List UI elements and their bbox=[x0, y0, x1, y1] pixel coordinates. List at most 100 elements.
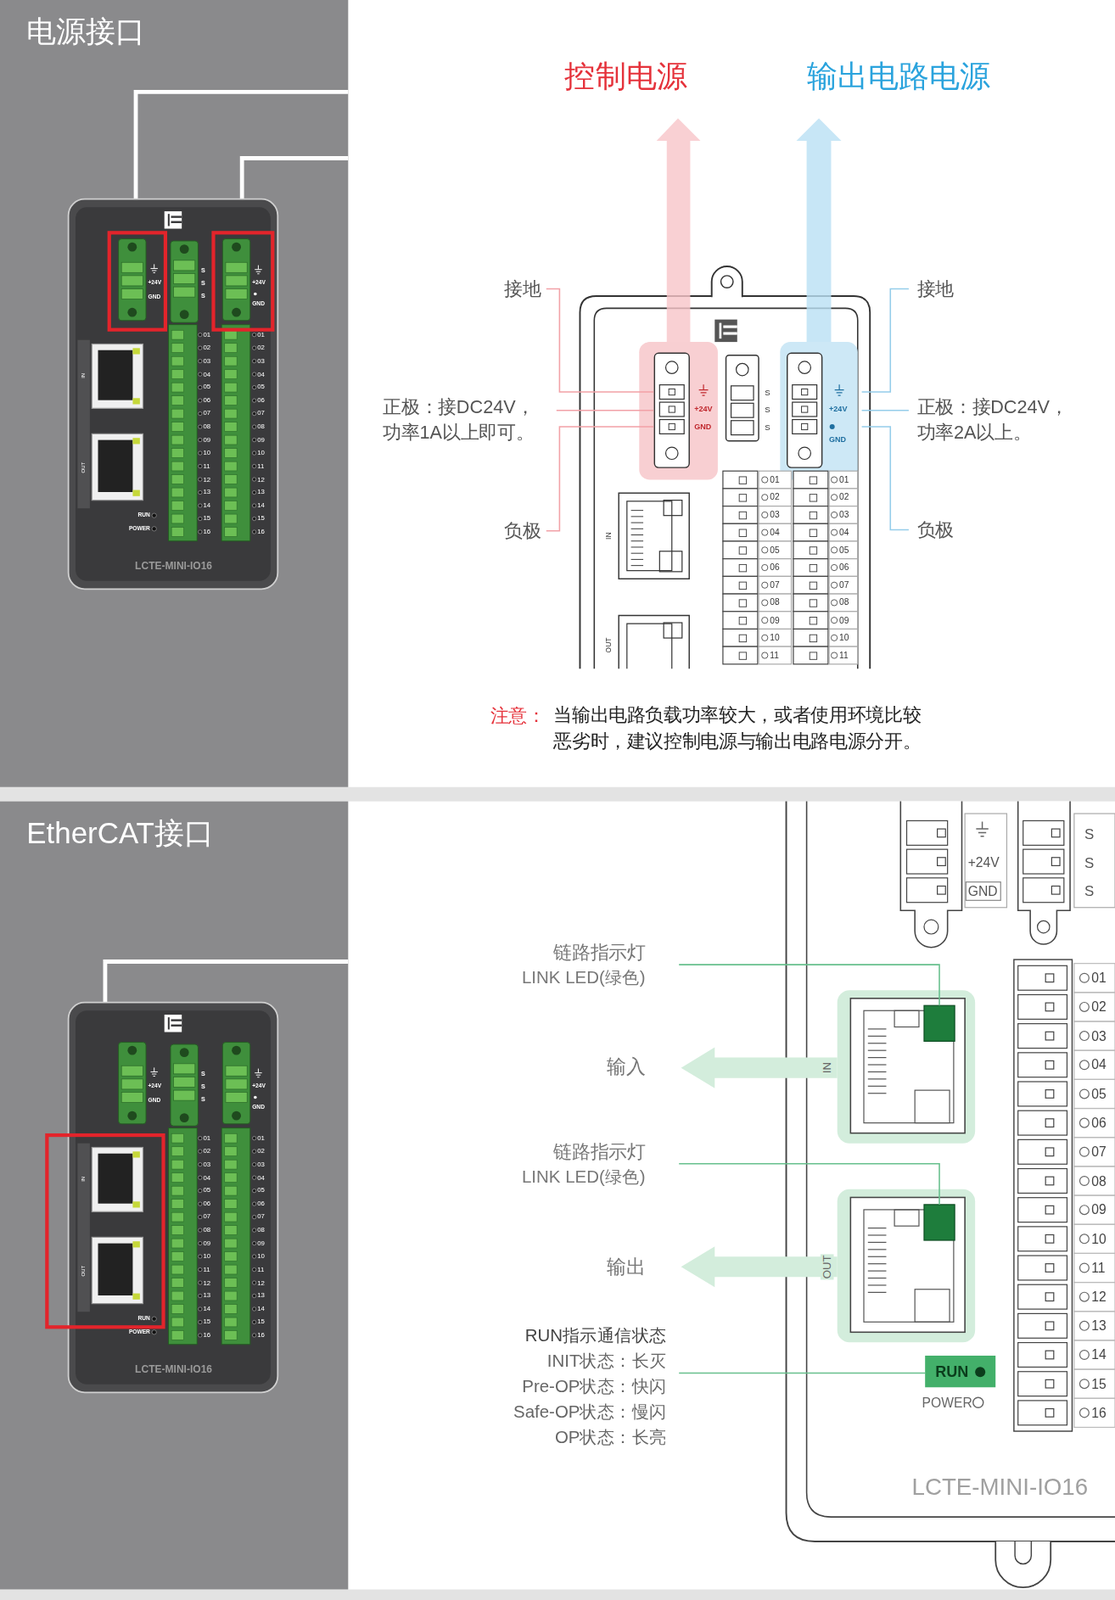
terminal-pin bbox=[171, 396, 184, 406]
terminal-number: 03 bbox=[202, 358, 211, 365]
screw-hole bbox=[924, 919, 939, 935]
pin-socket bbox=[1045, 1235, 1054, 1244]
channel-led bbox=[198, 1333, 202, 1338]
terminal-cell bbox=[1018, 1400, 1068, 1426]
brand-logo bbox=[171, 221, 183, 224]
terminal-cell bbox=[793, 506, 829, 525]
terminal-connector bbox=[118, 1042, 146, 1125]
led-label: POWER bbox=[922, 1396, 973, 1411]
channel-led bbox=[762, 529, 768, 536]
rj45-contact bbox=[631, 522, 644, 524]
terminal-number: 10 bbox=[1091, 1232, 1106, 1246]
terminal-cell bbox=[722, 628, 758, 647]
pin-label: +24V bbox=[252, 1083, 266, 1090]
terminal-pin bbox=[731, 403, 754, 418]
terminal-cell bbox=[722, 541, 758, 560]
polarity-dot bbox=[829, 424, 835, 430]
channel-led bbox=[198, 1202, 202, 1206]
channel-led bbox=[252, 1188, 256, 1193]
callout-text: LINK LED(绿色) bbox=[521, 1168, 646, 1186]
channel-led bbox=[762, 617, 768, 624]
pin-socket bbox=[1045, 1031, 1054, 1041]
terminal-number: 04 bbox=[769, 528, 779, 538]
terminal-pin bbox=[173, 1090, 196, 1101]
terminal-connector bbox=[654, 352, 690, 468]
terminal-number: 06 bbox=[839, 563, 849, 572]
channel-led bbox=[1079, 1350, 1089, 1361]
terminal-pin bbox=[171, 422, 184, 432]
screw-hole bbox=[231, 1111, 241, 1121]
pin-label: +24V bbox=[147, 1083, 162, 1090]
screw-hole bbox=[179, 1113, 190, 1123]
number-cell bbox=[829, 576, 858, 594]
terminal-pin bbox=[171, 487, 184, 498]
pin-socket bbox=[809, 652, 817, 660]
rj45-socket bbox=[627, 623, 673, 669]
terminal-pin bbox=[171, 1133, 184, 1144]
module-outline bbox=[786, 801, 1115, 1542]
channel-led bbox=[252, 504, 256, 508]
terminal-pin bbox=[225, 1092, 247, 1104]
terminal-pin bbox=[659, 420, 684, 435]
terminal-pin bbox=[171, 1147, 184, 1157]
terminal-number: 11 bbox=[839, 650, 849, 660]
rj45-contact bbox=[631, 534, 644, 536]
terminal-number: 08 bbox=[202, 423, 211, 431]
terminal-pin bbox=[171, 527, 184, 538]
pin-socket bbox=[739, 564, 746, 572]
terminal-cell bbox=[793, 470, 829, 489]
terminal-pin bbox=[171, 1212, 184, 1222]
channel-led bbox=[252, 1294, 256, 1298]
terminal-cell bbox=[793, 576, 829, 594]
pin-socket bbox=[937, 885, 947, 895]
channel-led bbox=[252, 490, 256, 494]
section-title: 电源接口 bbox=[26, 14, 348, 51]
number-cell bbox=[758, 541, 792, 560]
pin-label: S bbox=[1084, 827, 1094, 842]
channel-led bbox=[252, 425, 256, 429]
terminal-column bbox=[168, 1128, 198, 1345]
number-cell bbox=[758, 506, 792, 525]
ground-symbol bbox=[834, 384, 845, 396]
pin-socket bbox=[1045, 974, 1054, 983]
callout-text: 链路指示灯 bbox=[553, 1142, 645, 1161]
rj45-latch bbox=[914, 1289, 950, 1323]
port-strip bbox=[77, 340, 90, 510]
channel-led bbox=[198, 1320, 202, 1324]
module-housing bbox=[68, 199, 279, 590]
channel-led bbox=[198, 1307, 202, 1312]
channel-led bbox=[1079, 1176, 1089, 1187]
note-text: 当输出电路负载功率较大，或者使用环境比较 恶劣时，建议控制电源与输出电路电源分开… bbox=[553, 701, 947, 756]
callout-text: 接地 bbox=[917, 280, 954, 299]
screw-hole bbox=[127, 242, 137, 253]
terminal-pin bbox=[224, 409, 237, 419]
terminal-pin bbox=[224, 1238, 237, 1249]
terminal-pin bbox=[659, 385, 684, 400]
terminal-connector bbox=[222, 1042, 250, 1125]
rj45-contact bbox=[631, 540, 644, 542]
model-name: LCTE-MINI-IO16 bbox=[134, 1365, 213, 1376]
module-outline bbox=[593, 308, 858, 669]
terminal-pin bbox=[224, 343, 237, 353]
terminal-pin bbox=[171, 475, 184, 485]
number-cell bbox=[1074, 1137, 1115, 1167]
led-label: RUN bbox=[138, 1316, 151, 1323]
pin-label: +24V bbox=[694, 405, 712, 414]
terminal-number: 13 bbox=[202, 489, 211, 497]
channel-led bbox=[198, 516, 202, 521]
terminal-pin bbox=[224, 330, 237, 340]
channel-led bbox=[252, 477, 256, 482]
terminal-number: 09 bbox=[769, 616, 779, 625]
terminal-connector bbox=[900, 801, 962, 948]
status-text: RUN指示通信状态 bbox=[525, 1327, 667, 1345]
screw-hole bbox=[179, 309, 190, 320]
pin-socket bbox=[739, 476, 746, 484]
terminal-pin bbox=[171, 330, 184, 340]
channel-led bbox=[1079, 1147, 1089, 1157]
number-cell bbox=[1074, 1369, 1115, 1399]
number-cell bbox=[758, 559, 792, 578]
status-text: INIT状态：长灭 bbox=[547, 1352, 667, 1370]
pin-socket bbox=[801, 406, 808, 413]
terminal-pin bbox=[224, 1226, 237, 1236]
